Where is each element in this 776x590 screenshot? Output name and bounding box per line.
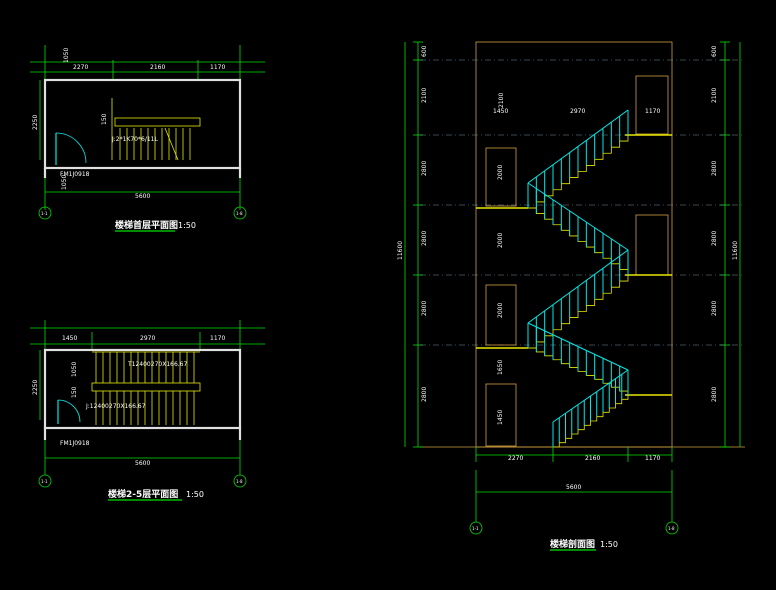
plan-first-title: 楼梯首层平面图 [115,219,178,231]
inner-dim-1170: 1170 [645,108,660,115]
inner-dim-1450: 1450 [493,108,508,115]
bottom-total: 5600 [566,484,581,491]
stair-note: J:2*1K70*6/11L [111,136,158,143]
stair-note-1: T12400270X166.67 [127,361,187,368]
dim-top-small: 1050 [63,48,70,63]
axis-label-right: 1-8 [236,211,243,216]
door-dim-2: 2000 [497,233,504,248]
axis-bubble-right [233,206,247,220]
level-dim-right: 2800 [711,231,718,246]
dim-top-3: 1170 [210,335,225,342]
total-height-left: 11600 [397,241,404,260]
level-dim-right: 2800 [711,161,718,176]
total-height-right: 11600 [732,241,739,260]
door-dim: 1050 [61,175,68,190]
level-dim-right: 2100 [711,88,718,103]
door-dim-4: 1450 [497,410,504,425]
axis-bubble-left [38,474,52,488]
bottom-dim-2: 2160 [585,455,600,462]
inner-dim-2970: 2970 [570,108,585,115]
dim-top-1: 2270 [73,64,88,71]
dim-top-2: 2970 [140,335,155,342]
door-dim-1: 2000 [497,165,504,180]
dim-left: 2250 [32,380,39,395]
level-dim-left: 2800 [421,231,428,246]
level-dim-right: 2800 [711,301,718,316]
axis-label-left: 1-1 [41,211,48,216]
plan-first-floor: 2270 2160 1170 1050 2250 FM1J0918 1050 J… [30,45,265,232]
axis-bubble-right [233,474,247,488]
level-dim-left: 2800 [421,161,428,176]
inner-dim-2100: 2100 [498,93,505,108]
plan-typical-title: 楼梯2-5层平面图 [108,488,178,500]
level-dim-right: 2800 [711,387,718,402]
dim-1050: 1050 [71,362,78,377]
dim-top-2: 2160 [150,64,165,71]
stair-dim: 150 [101,113,108,125]
plan-typical-scale: 1:50 [186,490,204,499]
axis-bubble-left [38,206,52,220]
level-dim-left: 2800 [421,387,428,402]
stair-section: 600 2100 2800 2800 2800 2800 11600 600 2100 280… [397,41,745,551]
inner-dim-1650: 1650 [497,360,504,375]
axis-label-right: 1-8 [668,526,675,531]
level-dim-left: 2800 [421,301,428,316]
stair-flight [528,207,637,276]
axis-bubble-left [469,521,483,535]
level-dim-left: 600 [421,45,428,57]
section-title: 楼梯剖面图 [550,538,595,550]
plan-typical-floor: 1450 2970 1170 2250 FM1J0918 T12400270X1… [30,320,265,501]
stair-flight [528,134,637,209]
axis-label-left: 1-1 [41,479,48,484]
dim-150: 150 [71,386,78,398]
dim-bottom: 5600 [135,193,150,200]
stair-flight [553,394,635,448]
dim-top-1: 1450 [62,335,77,342]
door-dim-3: 2000 [497,303,504,318]
dim-left: 2250 [32,115,39,130]
stair-flight [528,274,637,349]
level-dim-right: 600 [711,45,718,57]
plan-first-scale: 1:50 [178,221,196,230]
dim-bottom: 5600 [135,460,150,467]
stair-note-2: J:12400270X166.67 [85,403,146,410]
level-dim-left: 2100 [421,88,428,103]
axis-label-right: 1-8 [236,479,243,484]
axis-bubble-right [665,521,679,535]
dim-top-3: 1170 [210,64,225,71]
door-tag: FM1J0918 [60,440,90,447]
section-scale: 1:50 [600,540,618,549]
bottom-dim-3: 1170 [645,455,660,462]
axis-label-left: 1-1 [472,526,479,531]
door-tag: FM1J0918 [60,171,90,178]
bottom-dim-1: 2270 [508,455,523,462]
stair-flight [528,347,637,396]
